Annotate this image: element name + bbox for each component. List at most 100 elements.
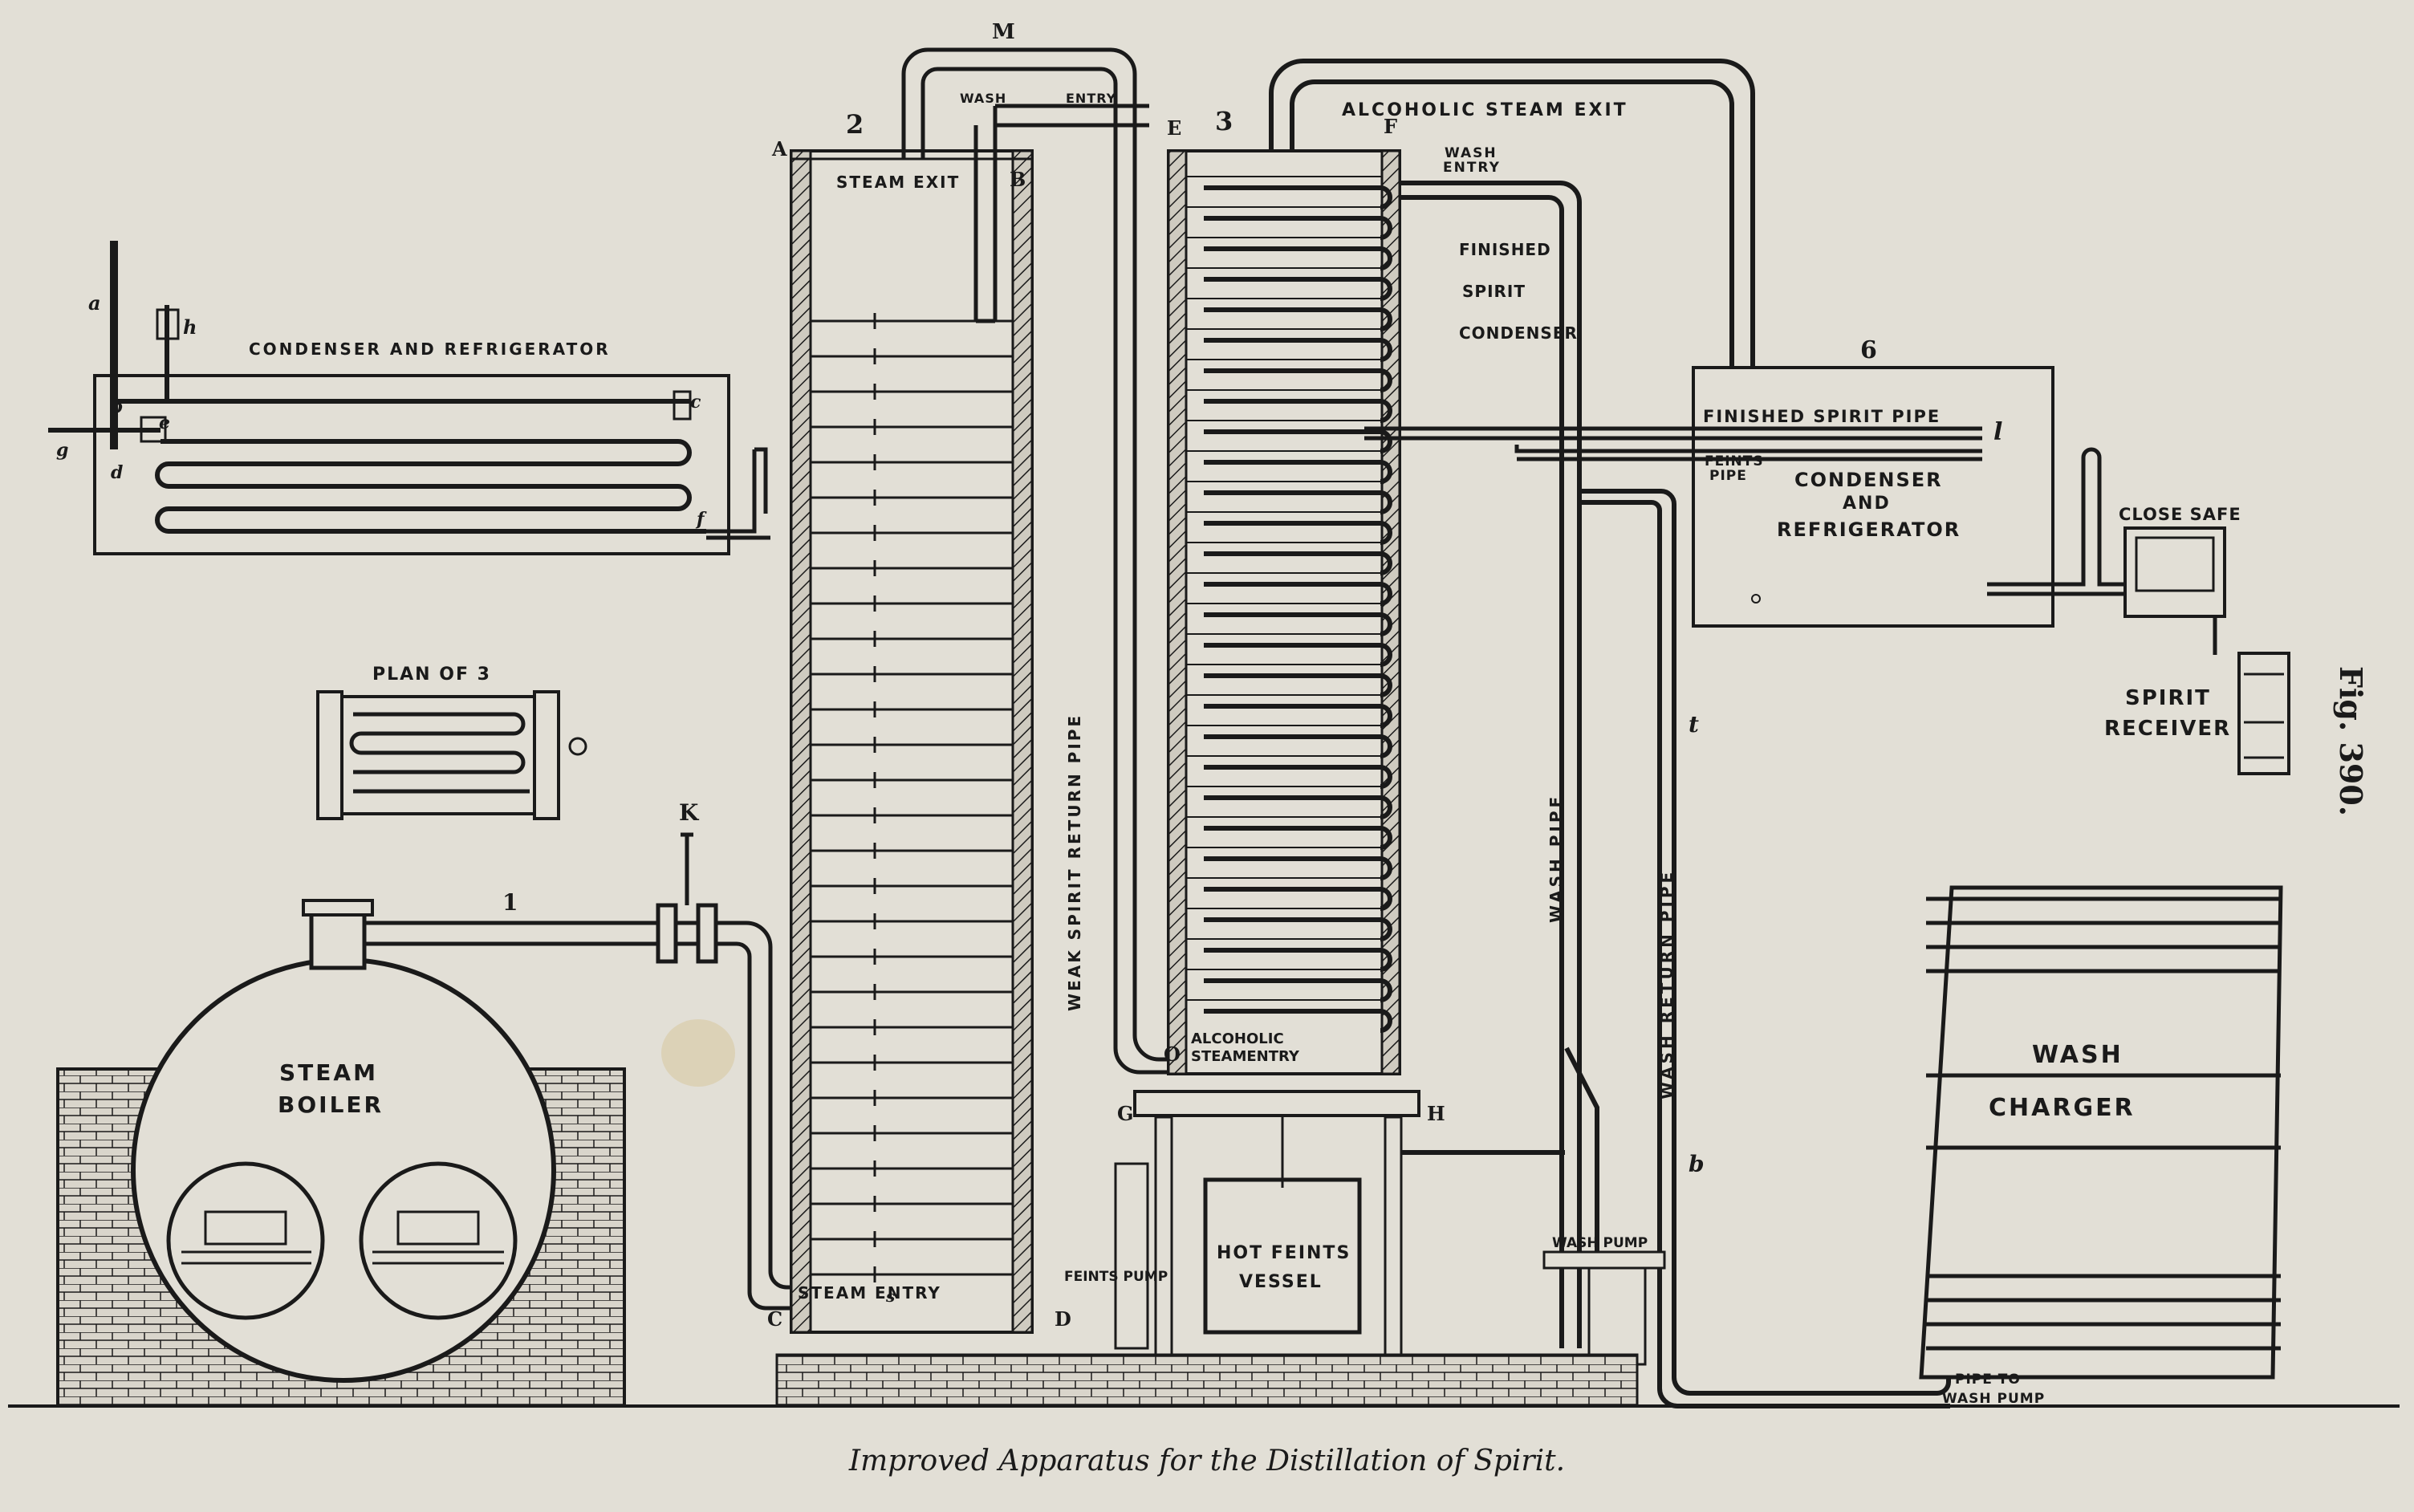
- letter-B: B: [1010, 168, 1026, 191]
- label-wash-charger-2: CHARGER: [1989, 1094, 2136, 1122]
- label-pipe-to-wash-pump-1: PIPE TO: [1955, 1372, 2021, 1388]
- figure-number: Fig. 390.: [2333, 666, 2369, 816]
- letter-d: d: [111, 462, 123, 483]
- column-3-coil: [1204, 307, 1392, 331]
- label-alcoholic-steam-entry-2: STEAMENTRY: [1191, 1048, 1300, 1065]
- column-3-coil: [1204, 948, 1392, 972]
- label-steam-entry: STEAM ENTRY: [798, 1283, 941, 1303]
- paper-stain: [661, 1019, 735, 1087]
- letter-H: H: [1427, 1102, 1445, 1125]
- label-spirit-receiver-1: SPIRIT: [2125, 686, 2211, 710]
- wash-pipes: [1400, 181, 1951, 1408]
- letter-E: E: [1167, 116, 1181, 140]
- letter-C: C: [767, 1307, 782, 1331]
- number-3: 3: [1215, 106, 1233, 136]
- letter-c: c: [690, 392, 701, 413]
- column-3-coil: [1204, 338, 1392, 362]
- column-2-analyser: [790, 149, 1034, 1334]
- label-steam-exit: STEAM EXIT: [836, 173, 960, 192]
- label-steam-boiler-2: BOILER: [278, 1091, 384, 1118]
- letter-g: g: [56, 440, 68, 461]
- column-3-coil: [1204, 368, 1392, 392]
- letter-D: D: [1055, 1307, 1071, 1331]
- letter-s: s: [885, 1286, 895, 1306]
- column-3-coil: [1204, 460, 1392, 484]
- plan-of-column-3: [316, 690, 587, 820]
- label-feints-pump: FEINTS PUMP: [1064, 1269, 1168, 1285]
- label-close-safe: CLOSE SAFE: [2119, 505, 2241, 524]
- column-3-coil: [1204, 734, 1392, 758]
- column-3-coil: [1204, 704, 1392, 728]
- column-3-rectifier: [1167, 149, 1401, 1075]
- label-condenser-6-3: REFRIGERATOR: [1777, 518, 1961, 541]
- label-pipe-to-wash-pump-2: WASH PUMP: [1942, 1391, 2045, 1407]
- column-3-coil: [1204, 856, 1392, 880]
- label-condenser-6-1: CONDENSER: [1794, 469, 1943, 491]
- column-3-coil: [1204, 826, 1392, 850]
- letter-G: G: [1117, 1102, 1134, 1125]
- label-wash-return-pipe: WASH RETURN PIPE: [1657, 869, 1676, 1099]
- number-6: 6: [1860, 336, 1877, 364]
- column-3-coil: [1204, 1009, 1392, 1033]
- column-3-coil: [1204, 612, 1392, 636]
- label-feints-pipe-1: FEINTS: [1705, 453, 1764, 469]
- letter-t: t: [1689, 711, 1699, 738]
- column-3-coil: [1204, 521, 1392, 545]
- label-alcoholic-steam-exit: ALCOHOLIC STEAM EXIT: [1342, 100, 1628, 120]
- label-finished-2: SPIRIT: [1462, 282, 1526, 301]
- label-hot-feints-1: HOT FEINTS: [1217, 1243, 1351, 1263]
- spirit-receiver: [2237, 652, 2290, 775]
- steam-boiler: [56, 899, 626, 1408]
- hot-feints-vessel-stand: [1114, 1090, 1666, 1366]
- alcoholic-steam-exit-pipe: [1269, 59, 1755, 369]
- label-wash-pipe: WASH PIPE: [1546, 794, 1566, 923]
- label-condenser-6-2: AND: [1843, 494, 1891, 514]
- label-spirit-receiver-2: RECEIVER: [2104, 717, 2231, 741]
- steam-pipe-1: [364, 832, 799, 1311]
- column-3-coil: [1204, 795, 1392, 819]
- close-safe: [1987, 447, 2226, 655]
- letter-f: f: [695, 509, 707, 530]
- letter-e: e: [159, 413, 170, 433]
- letter-l: l: [1993, 418, 2002, 446]
- label-wash-entry-top: WASH: [960, 91, 1006, 106]
- column-3-coil: [1204, 551, 1392, 575]
- column-3-coil: [1204, 887, 1392, 911]
- label-hot-feints-2: VESSEL: [1239, 1272, 1323, 1292]
- label-finished-3: CONDENSER: [1459, 323, 1578, 343]
- label-finished-1: FINISHED: [1459, 240, 1551, 259]
- label-wash-entry-right-1: WASH: [1445, 145, 1498, 161]
- figure-caption: Improved Apparatus for the Distillation …: [848, 1445, 1566, 1477]
- label-wash-entry-right-2: ENTRY: [1443, 160, 1501, 176]
- letter-A: A: [771, 137, 787, 161]
- label-weak-spirit-return-pipe: WEAK SPIRIT RETURN PIPE: [1065, 713, 1084, 1011]
- column-3-coil: [1204, 277, 1392, 301]
- wash-charger: [1919, 885, 2283, 1380]
- label-steam-boiler-1: STEAM: [279, 1059, 378, 1086]
- column-3-coil: [1204, 429, 1392, 453]
- label-wash-pump: WASH PUMP: [1552, 1235, 1648, 1251]
- label-plan-of-3: PLAN OF 3: [372, 665, 491, 685]
- pipe-M: [901, 47, 1185, 1075]
- letter-O: O: [1164, 1043, 1181, 1066]
- column-3-coil: [1204, 765, 1392, 789]
- label-feints-pipe-2: PIPE: [1709, 468, 1747, 484]
- label-finished-spirit-pipe: FINISHED SPIRIT PIPE: [1703, 407, 1941, 426]
- column-3-coil: [1204, 673, 1392, 697]
- letter-M: M: [992, 20, 1015, 44]
- label-wash-entry-top2: ENTRY: [1066, 91, 1116, 106]
- small-condenser-refrigerator: [48, 241, 770, 555]
- column-3-coil: [1204, 917, 1392, 941]
- column-3-coil: [1204, 978, 1392, 1002]
- label-alcoholic-steam-entry-1: ALCOHOLIC: [1191, 1030, 1284, 1047]
- letter-F: F: [1384, 115, 1397, 138]
- column-3-coil: [1204, 185, 1392, 209]
- letter-b: b: [111, 396, 123, 417]
- column-3-coil: [1204, 643, 1392, 667]
- letter-K: K: [679, 799, 700, 826]
- number-2: 2: [846, 109, 864, 140]
- label-wash-charger-1: WASH: [2032, 1041, 2123, 1069]
- column-3-coil: [1204, 582, 1392, 606]
